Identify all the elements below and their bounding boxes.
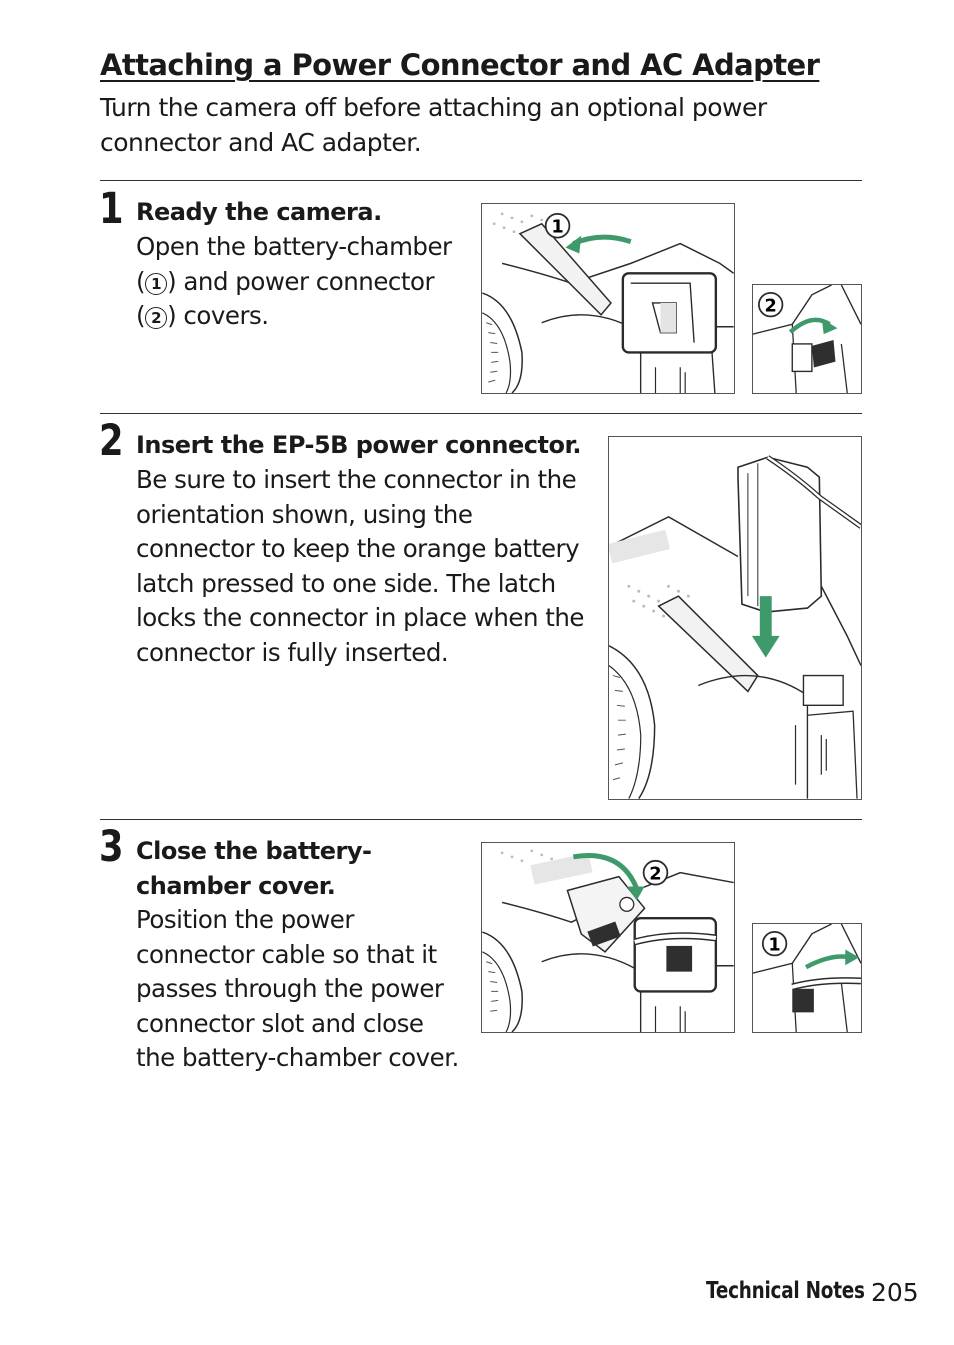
step-1-number: 1 [99, 184, 124, 234]
step-1-side-illustration: 2 [752, 284, 862, 394]
page-number: 205 [871, 1278, 919, 1307]
step-2-number: 2 [99, 416, 124, 466]
divider-1 [100, 180, 862, 181]
divider-2 [100, 413, 862, 414]
step-1-figure-marker: 1 [551, 217, 563, 238]
step-2-body: Be sure to insert the connector in the o… [136, 465, 585, 667]
marker-1-icon: 1 [145, 272, 168, 295]
step-3-side-illustration: 1 [752, 923, 862, 1033]
footer-section-label: Technical Notes [706, 1278, 865, 1304]
step-1-body: Open the battery-chamber (1) and power c… [136, 232, 452, 331]
step-1-side-marker: 2 [765, 297, 777, 317]
step-1-title: Ready the camera. [136, 198, 382, 226]
step-1-line-1: Open the battery-chamber [136, 232, 452, 261]
step-3-side-marker: 1 [768, 936, 780, 956]
marker-2-icon: 2 [145, 307, 168, 330]
intro-paragraph: Turn the camera off before attaching an … [100, 93, 767, 157]
step-3-title: Close the battery- chamber cover. [136, 837, 372, 900]
step-2-illustration [608, 436, 862, 800]
step-3-number: 3 [99, 822, 124, 872]
step-1-main-illustration: 1 [481, 203, 735, 394]
step-3-body: Position the power connector cable so th… [136, 905, 459, 1073]
step-3-main-illustration: 2 [481, 842, 735, 1033]
step-2-title: Insert the EP-5B power connector. [136, 431, 582, 459]
divider-3 [100, 819, 862, 820]
step-3-figure-marker: 2 [649, 864, 661, 885]
section-heading: Attaching a Power Connector and AC Adapt… [100, 48, 820, 82]
